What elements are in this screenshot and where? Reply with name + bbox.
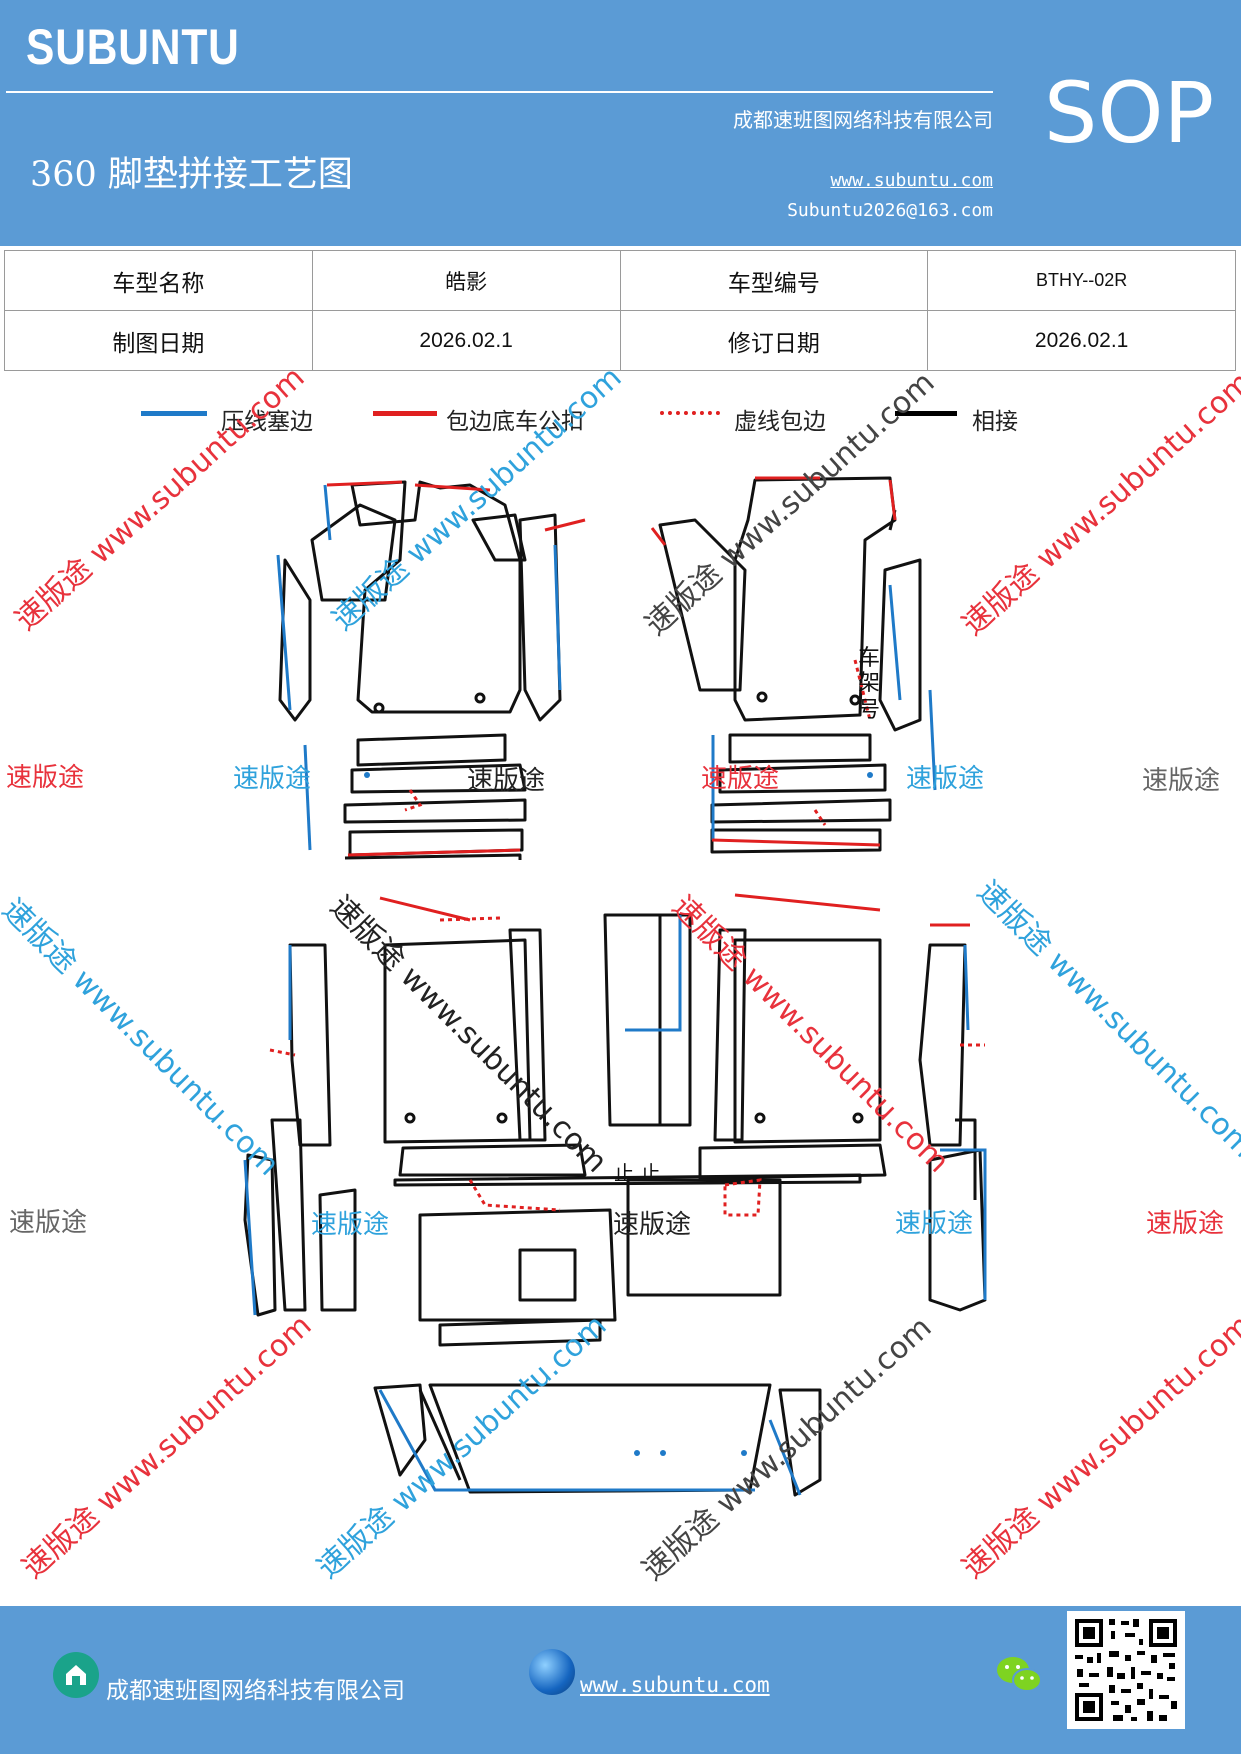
floor-mat-drawing: 车 架 号 止 止	[243, 476, 987, 1497]
wechat-icon[interactable]	[994, 1653, 1044, 1697]
legend-label: 相接	[972, 409, 1018, 435]
legend-swatch-blue	[141, 411, 207, 416]
model-code-value: BTHY--02R	[927, 250, 1236, 311]
watermark-text: 速版途	[1142, 766, 1221, 796]
center-tunnel	[418, 1178, 782, 1347]
legend-label: 虚线包边	[734, 409, 826, 435]
front-left-mat	[278, 480, 562, 860]
brand-logo: SUBUNTU	[26, 19, 240, 75]
split-mark-label: 止 止	[614, 1161, 660, 1185]
footer-company: 成都速班图网络科技有限公司	[106, 1678, 405, 1704]
model-name-label: 车型名称	[4, 250, 313, 311]
header-email[interactable]: Subuntu2026@163.com	[787, 200, 993, 221]
watermark-text: 速版途	[467, 766, 546, 796]
header-website-link[interactable]: www.subuntu.com	[830, 170, 993, 191]
revise-date-label: 修订日期	[619, 310, 929, 371]
watermark-text: 速版途	[613, 1210, 692, 1240]
table-row: 制图日期 2026.02.1 修订日期 2026.02.1	[4, 310, 1236, 371]
legend-swatch-red	[373, 411, 437, 416]
frame-number-label: 车 架 号	[858, 646, 887, 723]
watermark-text: 速版途	[1146, 1209, 1225, 1239]
watermark-text: 速版途	[233, 764, 312, 794]
watermark-text: 速版途	[906, 764, 985, 794]
home-icon	[53, 1652, 99, 1698]
legend-swatch-black	[895, 411, 957, 416]
header-company: 成都速班图网络科技有限公司	[733, 108, 993, 132]
revise-date-value: 2026.02.1	[927, 310, 1236, 371]
draw-date-value: 2026.02.1	[311, 310, 621, 371]
sop-badge: SOP	[1044, 64, 1215, 162]
rear-side-panels	[243, 1118, 987, 1317]
table-row: 车型名称 皓影 车型编号 BTHY--02R	[4, 250, 1236, 311]
legend-label: 包边底车公扣	[446, 409, 584, 435]
legend-label: 压线塞边	[221, 409, 313, 435]
watermark-text: 速版途	[895, 1209, 974, 1239]
page-header: SUBUNTU SOP 成都速班图网络科技有限公司 360 脚垫拼接工艺图 ww…	[0, 0, 1241, 246]
qr-code[interactable]	[1067, 1611, 1185, 1729]
model-name-value: 皓影	[311, 250, 621, 311]
model-code-label: 车型编号	[619, 250, 929, 311]
watermark-text: 速版途	[9, 1208, 88, 1238]
page-title: 360 脚垫拼接工艺图	[30, 155, 353, 195]
watermark-text: 速版途	[311, 1210, 390, 1240]
footer-website-link[interactable]: www.subuntu.com	[580, 1673, 770, 1697]
vehicle-info-table: 车型名称 皓影 车型编号 BTHY--02R 制图日期 2026.02.1 修订…	[4, 250, 1236, 371]
globe-icon	[529, 1649, 575, 1695]
draw-date-label: 制图日期	[4, 310, 313, 371]
header-divider	[6, 91, 993, 93]
watermark-text: 速版途	[701, 764, 780, 794]
legend-swatch-red-dotted	[660, 411, 720, 415]
rear-mats	[288, 913, 967, 1187]
watermark-text: 速版途	[6, 763, 85, 793]
